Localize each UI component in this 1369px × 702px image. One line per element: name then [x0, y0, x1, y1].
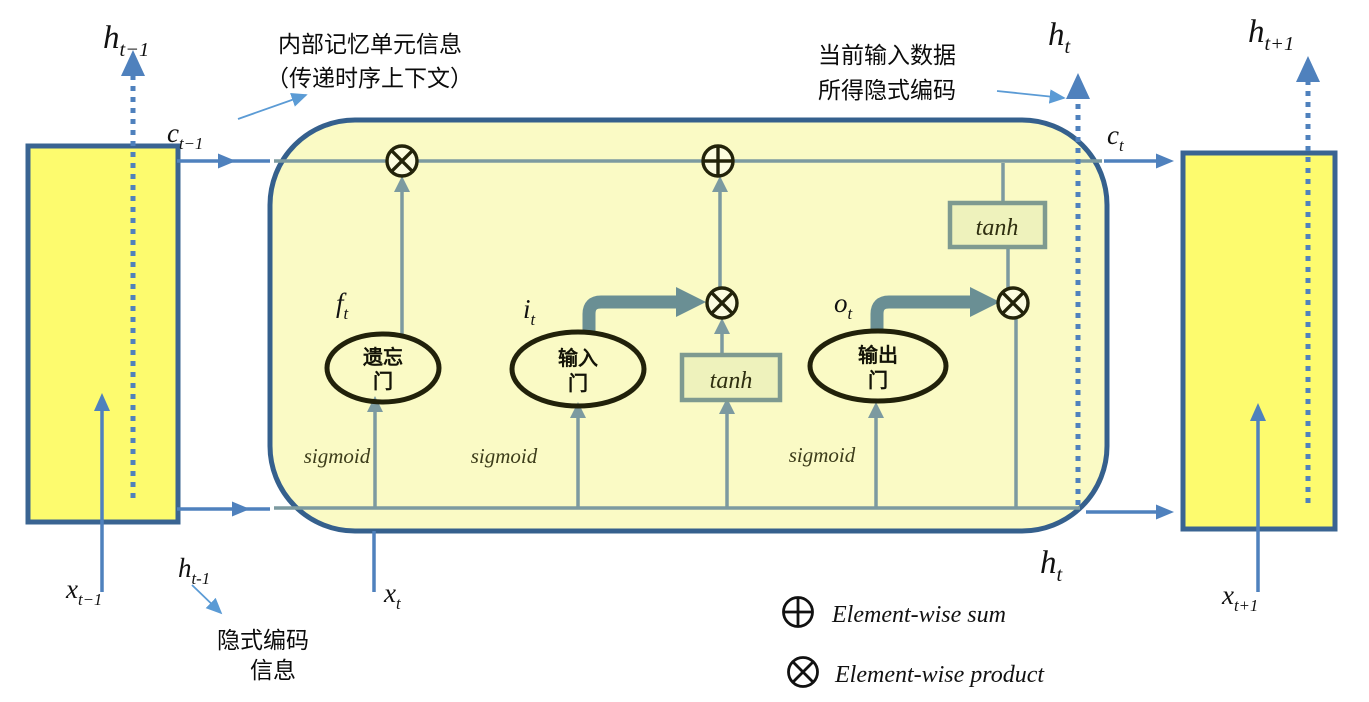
dotted-hidden-lines	[130, 74, 1311, 505]
c-prev-label: ct−1	[167, 118, 203, 153]
c-prev-arrowhead	[218, 153, 236, 169]
input-thick-arrowhead	[676, 287, 706, 317]
multiply-cross-2	[1001, 291, 1025, 315]
input-gate-label-line1: 输入	[558, 346, 598, 370]
tanh-multiply-arrowhead	[714, 318, 730, 334]
input-riser-arrowhead	[570, 402, 586, 418]
tanh-boxes: tanh tanh	[679, 200, 1048, 403]
forget-multiply-arrowhead	[394, 176, 410, 192]
h-prev-top-label: ht−1	[103, 20, 149, 61]
legend-product-icon	[787, 656, 819, 688]
o-t-label: ot	[834, 288, 853, 323]
output-riser-arrowhead	[868, 402, 884, 418]
h-prev-bottom-label: ht-1	[178, 553, 210, 588]
x-prev-arrowhead	[94, 393, 110, 411]
x-prev-label: xt−1	[65, 574, 102, 609]
tanh-box-output	[947, 200, 1048, 250]
sum-node-arrowhead	[712, 176, 728, 192]
math-labels: ht−1 ct−1 ht ct ht+1 ft it ot xt xt−1 xt…	[65, 14, 1294, 615]
hidden-code-annotation-arrow	[191, 584, 223, 615]
thick-gating-arrows	[582, 287, 1000, 333]
h-next-dotted-arrowhead	[1296, 56, 1320, 82]
legend: Element-wise sum Element-wise product	[782, 596, 1045, 688]
hidden-code-annotation-line2: 信息	[250, 657, 296, 683]
dotted-arrowheads	[121, 50, 1320, 99]
h-prev-dotted-arrowhead	[121, 50, 145, 76]
input-gate-ellipse	[509, 329, 647, 409]
external-wires	[100, 159, 1260, 592]
input-gate-thick-arrow	[582, 295, 678, 333]
forget-gate-label-line1: 遗忘	[362, 345, 403, 369]
sigmoid-label-output: sigmoid	[789, 443, 856, 467]
current-input-annotation-arrow	[996, 89, 1066, 104]
tanh-label: tanh	[976, 215, 1019, 241]
internal-arrowheads	[367, 176, 884, 418]
h-prev-arrowhead	[232, 501, 250, 517]
legend-product-label: Element-wise product	[834, 662, 1045, 688]
forget-multiply-node	[385, 144, 419, 178]
multiply-cross-2	[710, 291, 734, 315]
output-gate-ellipse	[807, 328, 949, 404]
x-next-arrowhead	[1250, 403, 1266, 421]
legend-sum-label: Element-wise sum	[831, 602, 1006, 628]
multiply-circle-icon	[787, 656, 819, 688]
blue-arrowheads	[94, 153, 1266, 520]
multiply-cross-2	[390, 149, 414, 173]
output-thick-arrowhead	[970, 287, 1000, 317]
memory-annotation-line2: （传递时序上下文）	[266, 65, 473, 91]
forget-gate-ellipse	[324, 331, 442, 405]
f-t-label: ft	[336, 288, 349, 323]
forget-gate-label-line2: 门	[373, 369, 393, 393]
elementwise-nodes	[385, 144, 1030, 320]
input-gate-label-line2: 门	[568, 371, 588, 395]
lstm-cell-body	[267, 117, 1110, 534]
gate-labels: 遗忘 门 输入 门 输出 门	[362, 343, 898, 395]
c-t-arrowhead	[1156, 153, 1174, 169]
annotation-arrows	[191, 89, 1066, 615]
h-t-dotted-arrowhead	[1066, 73, 1090, 99]
hidden-code-annotation-line1: 隐式编码	[217, 627, 309, 653]
h-next-top-label: ht+1	[1248, 14, 1294, 55]
current-input-annotation-line2: 所得隐式编码	[818, 77, 956, 103]
input-multiply-node	[705, 286, 739, 320]
i-t-label: it	[523, 294, 536, 329]
output-gate-label-line2: 门	[868, 368, 888, 392]
x-next-label: xt+1	[1221, 580, 1258, 615]
c-t-label: ct	[1107, 120, 1124, 155]
current-input-annotation-line1: 当前输入数据	[818, 42, 956, 68]
memory-annotation-arrow	[237, 93, 308, 120]
x-t-label: xt	[383, 578, 401, 613]
sigmoid-label-input: sigmoid	[471, 444, 538, 468]
state-sum-node	[701, 144, 735, 178]
tanh-label: tanh	[710, 368, 753, 394]
sigmoid-labels: sigmoid sigmoid sigmoid	[304, 443, 856, 468]
tanh-riser-arrowhead	[719, 398, 735, 414]
h-t-bottom-label: ht	[1040, 545, 1064, 586]
h-t-arrowhead	[1156, 504, 1174, 520]
h-t-top-label: ht	[1048, 17, 1072, 58]
tanh-box-candidate	[679, 352, 783, 403]
gate-ellipses	[324, 328, 949, 409]
cross-2	[791, 660, 815, 684]
output-gate-thick-arrow	[870, 295, 972, 331]
sigmoid-label-forget: sigmoid	[304, 444, 371, 468]
chinese-annotations: 内部记忆单元信息 （传递时序上下文） 当前输入数据 所得隐式编码 隐式编码 信息	[217, 31, 956, 683]
output-multiply-node	[996, 286, 1030, 320]
output-gate-label-line1: 输出	[858, 343, 898, 367]
legend-sum-icon	[782, 596, 814, 628]
memory-annotation-line1: 内部记忆单元信息	[278, 31, 462, 57]
